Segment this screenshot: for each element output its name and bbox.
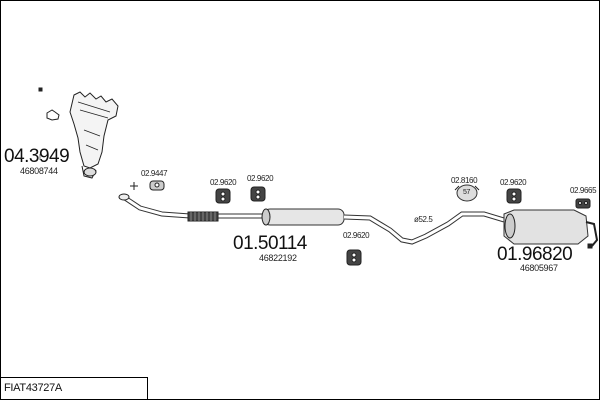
fitting-code: 02.8160 — [451, 176, 478, 185]
diameter-label: ø52.5 — [414, 215, 433, 224]
part-code: 04.3949 — [4, 146, 70, 167]
fitting-code: 02.9447 — [141, 169, 168, 178]
title-box: FIAT43727A — [0, 377, 148, 399]
rubber-mount-icon — [575, 198, 591, 209]
clamp-icon — [454, 184, 480, 202]
rubber-mount-icon — [250, 186, 266, 202]
rubber-mount-icon — [506, 188, 522, 204]
part-code: 01.96820 — [497, 244, 573, 265]
rubber-mount-icon — [215, 188, 231, 204]
manifold-stud-icon — [46, 109, 60, 121]
oe-number: 46822192 — [259, 253, 297, 263]
oe-number: 46805967 — [520, 263, 558, 273]
hanger-icon — [130, 180, 165, 191]
fitting-code: 02.9620 — [210, 178, 237, 187]
rubber-mount-icon — [346, 249, 362, 266]
manifold-catalyst-icon — [69, 91, 119, 169]
clamp-size-label: 57 — [463, 189, 470, 196]
tail-pipe-icon — [585, 221, 599, 247]
fitting-code: 02.9620 — [343, 231, 370, 240]
fitting-code: 02.9620 — [500, 178, 527, 187]
diagram-title: FIAT43727A — [4, 382, 62, 394]
marker-square — [38, 87, 43, 92]
oe-number: 46808744 — [20, 166, 58, 176]
fitting-code: 02.9665 — [570, 186, 597, 195]
center-silencer-icon — [263, 208, 345, 226]
fitting-code: 02.9620 — [247, 174, 274, 183]
part-code: 01.50114 — [233, 233, 307, 254]
rear-silencer-icon — [503, 209, 589, 245]
